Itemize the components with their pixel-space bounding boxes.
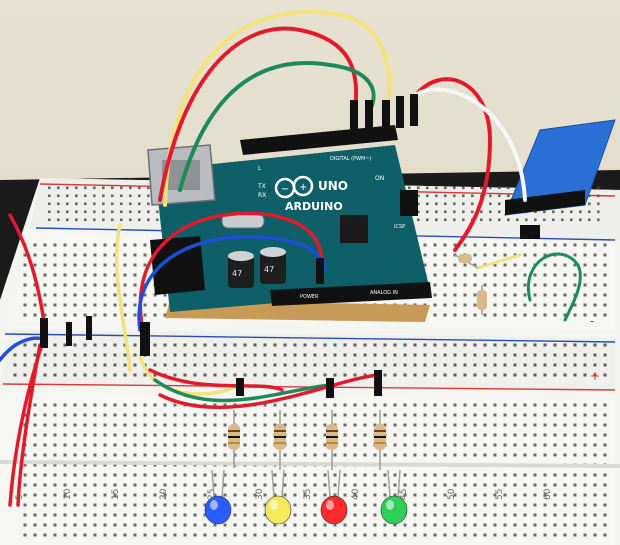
uno-label: UNO bbox=[318, 179, 348, 193]
rail-minus-label: - bbox=[590, 314, 594, 328]
wire-red-left bbox=[8, 213, 47, 332]
row-number: 50 bbox=[447, 488, 457, 500]
led-red bbox=[320, 469, 348, 525]
rail-plus-label: + bbox=[590, 369, 600, 383]
on-label: ON bbox=[375, 175, 384, 182]
l-label: L bbox=[258, 165, 262, 172]
row-number: 20 bbox=[159, 488, 169, 500]
tx-label: TX bbox=[257, 183, 266, 190]
row-number: 25 bbox=[207, 489, 217, 500]
wire-red-left-lower2 bbox=[16, 343, 42, 507]
wire-yellow-top bbox=[163, 10, 392, 207]
wire-white-bt bbox=[413, 87, 527, 202]
jumper-wires bbox=[0, 10, 582, 507]
led-blue bbox=[204, 469, 232, 525]
power-label: POWER bbox=[300, 294, 319, 300]
bluetooth-module bbox=[504, 119, 616, 239]
wire-red-led bbox=[148, 368, 284, 392]
capacitor-left: 47 bbox=[228, 251, 254, 288]
power-analog-header bbox=[270, 282, 432, 306]
row-number: 10 bbox=[63, 488, 73, 500]
svg-text:47: 47 bbox=[264, 265, 274, 274]
wire-yellow-side bbox=[114, 223, 132, 372]
microcontroller-chip bbox=[340, 215, 368, 243]
wire-connectors bbox=[40, 94, 418, 398]
resistor-1 bbox=[228, 410, 240, 468]
wire-red-led-2 bbox=[158, 373, 380, 410]
wire-yellow-short bbox=[476, 253, 522, 270]
arduino-brand: ARDUINO bbox=[285, 200, 343, 213]
wire-red-bt bbox=[410, 77, 493, 252]
arduino-logo: − + bbox=[274, 175, 314, 199]
row-number: 55 bbox=[495, 489, 505, 500]
led-green bbox=[380, 469, 408, 525]
arduino-board: 47 47 − + UNO ARDUINO TX RX L ON DIGITAL… bbox=[147, 125, 432, 322]
resistor-2 bbox=[274, 410, 286, 470]
row-number: 45 bbox=[399, 489, 409, 500]
rx-label: RX bbox=[258, 192, 266, 199]
row-number: 30 bbox=[255, 488, 265, 500]
resistor-4 bbox=[374, 410, 386, 470]
analog-label: ANALOG IN bbox=[370, 290, 398, 296]
wire-red-loop bbox=[138, 211, 324, 342]
power-jack bbox=[150, 236, 205, 295]
wire-green-led bbox=[153, 378, 332, 403]
svg-text:47: 47 bbox=[232, 269, 242, 278]
resistor-3 bbox=[326, 410, 338, 470]
row-number: 40 bbox=[351, 488, 361, 500]
leds bbox=[204, 469, 408, 525]
row-number: 15 bbox=[111, 489, 121, 500]
arduino-pcb bbox=[155, 145, 430, 312]
wire-blue-loop bbox=[137, 235, 327, 332]
resistor-bt-2 bbox=[477, 285, 487, 315]
wire-green-right bbox=[526, 252, 582, 322]
svg-text:−: − bbox=[281, 184, 289, 195]
row-number: 60 bbox=[543, 488, 553, 500]
resistor-bt-1 bbox=[454, 254, 479, 269]
digital-label: DIGITAL (PWM~) bbox=[330, 156, 372, 162]
capacitor-right: 47 bbox=[260, 247, 286, 284]
digital-header bbox=[240, 125, 398, 155]
svg-text:+: + bbox=[299, 182, 307, 193]
icsp-label: ICSP bbox=[394, 224, 405, 230]
led-yellow bbox=[264, 469, 292, 525]
resistors bbox=[228, 254, 487, 470]
row-number: 35 bbox=[303, 489, 313, 500]
icsp-header bbox=[400, 190, 418, 216]
wire-green-top bbox=[178, 60, 376, 192]
